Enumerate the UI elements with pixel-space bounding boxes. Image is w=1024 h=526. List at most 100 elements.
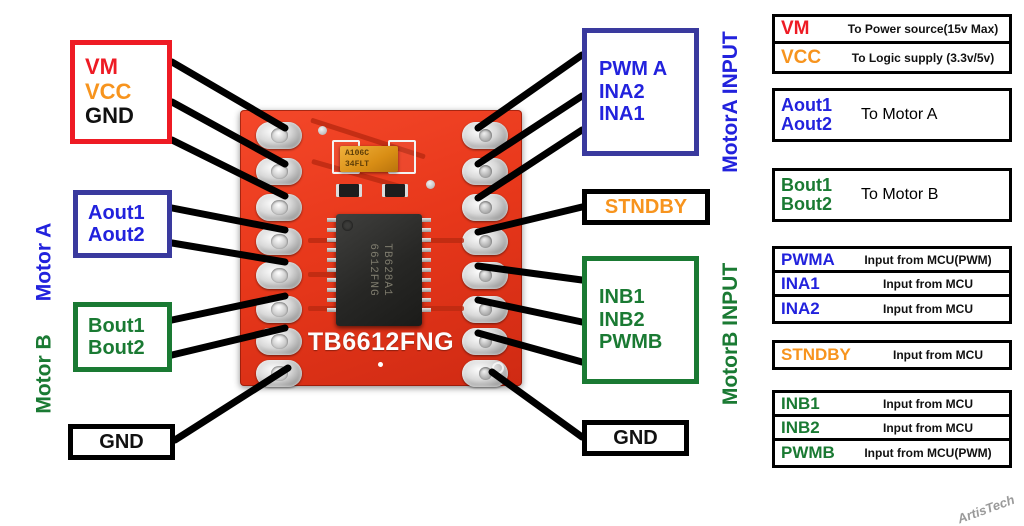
- pcb-trace: [424, 306, 464, 311]
- legend-tag-vm: VM: [781, 18, 810, 39]
- leader-pwmb: [474, 329, 586, 366]
- callout-gnd-bottom-right[interactable]: GND: [582, 420, 689, 456]
- legend-input-b: INB1 Input from MCU INB2 Input from MCU …: [772, 390, 1012, 468]
- pad-left-5: [256, 262, 302, 289]
- label-motor-a-input: MotorA INPUT: [718, 31, 742, 173]
- leader-pwma: [474, 51, 586, 132]
- diagram-canvas: A106C 34FLT TB628A1 6612FNG: [32, 14, 1016, 526]
- legend-row-inb1: INB1 Input from MCU: [775, 393, 1009, 417]
- silkscreen-dot: [378, 362, 383, 367]
- legend-input-a: PWMA Input from MCU(PWM) INA1 Input from…: [772, 246, 1012, 324]
- legend-tag-inb1: INB1: [781, 393, 820, 413]
- legend-desc-inb1: Input from MCU: [883, 396, 973, 411]
- legend-tag-stndby: STNDBY: [781, 345, 851, 364]
- legend-desc-ina1: Input from MCU: [883, 276, 973, 291]
- legend-tag-vcc: VCC: [781, 46, 822, 68]
- legend-tag-inb2: INB2: [781, 417, 820, 437]
- legend-desc-vm: To Power source(15v Max): [847, 22, 999, 36]
- legend-tag-bout2: Bout2: [781, 194, 832, 214]
- leader-lines: [168, 51, 586, 444]
- pcb-silkscreen-label: TB6612FNG: [307, 328, 455, 356]
- tantalum-capacitor: A106C 34FLT: [340, 146, 398, 172]
- leader-inb2: [474, 296, 586, 326]
- legend-desc-inb2: Input from MCU: [883, 420, 973, 435]
- callout-aout2: Aout2: [88, 224, 145, 246]
- legend-row-pwma: PWMA Input from MCU(PWM): [775, 249, 1009, 273]
- legend-desc-motor-b: To Motor B: [861, 186, 939, 203]
- callout-ina2: INA2: [599, 80, 645, 103]
- legend-row-ina1: INA1 Input from MCU: [775, 273, 1009, 297]
- callout-motor-a-input[interactable]: PWM A INA2 INA1: [582, 28, 699, 156]
- cap-marking-line1: A106C: [345, 149, 370, 158]
- callout-bout1: Bout1: [88, 314, 145, 337]
- legend-tag-ina1: INA1: [781, 273, 820, 293]
- leader-aout1: [168, 204, 289, 234]
- legend-tag-aout1: Aout1: [781, 95, 832, 116]
- callout-gnd-left-label: GND: [99, 430, 144, 453]
- legend-desc-stndby: Input from MCU: [893, 348, 983, 362]
- legend-tag-aout: Aout1 Aout2: [775, 96, 861, 134]
- pad-left-4: [256, 228, 302, 255]
- callout-stndby-label: STNDBY: [604, 195, 688, 218]
- leader-vm: [168, 58, 289, 132]
- callout-gnd-right-label: GND: [613, 426, 658, 449]
- leader-gnd-top: [168, 136, 289, 200]
- callout-power-vcc: VCC: [85, 78, 132, 104]
- callout-power[interactable]: VM VCC GND: [70, 40, 172, 144]
- leader-ina2: [474, 92, 586, 168]
- legend-row-vcc: VCC To Logic supply (3.3v/5v): [775, 44, 1009, 71]
- label-motor-b: Motor B: [32, 334, 56, 414]
- leader-inb1: [474, 262, 586, 284]
- leader-vcc: [168, 98, 289, 168]
- callout-motor-b[interactable]: Bout1 Bout2: [73, 302, 172, 372]
- legend-tag-pwma: PWMA: [781, 249, 835, 269]
- legend-desc-ina2: Input from MCU: [883, 302, 973, 316]
- leader-gnd-bottom-right: [488, 368, 586, 441]
- tb6612fng-module: A106C 34FLT TB628A1 6612FNG: [232, 104, 530, 392]
- legend-tag-bout: Bout1 Bout2: [775, 176, 861, 214]
- legend-tag-bout1: Bout1: [781, 175, 832, 196]
- callout-power-vm: VM: [85, 54, 118, 80]
- pad-right-3: [462, 194, 508, 221]
- pcb-via: [426, 180, 435, 189]
- legend-desc-vcc: To Logic supply (3.3v/5v): [851, 50, 995, 65]
- pcb-trace: [308, 238, 342, 243]
- label-motor-a: Motor A: [32, 222, 56, 302]
- legend-motor-b: Bout1 Bout2 To Motor B: [772, 168, 1012, 222]
- legend-desc-pwmb: Input from MCU(PWM): [864, 446, 992, 460]
- ic-pin1-marker: [342, 220, 353, 231]
- callout-standby[interactable]: STNDBY: [582, 189, 710, 225]
- legend-row-pwmb: PWMB Input from MCU(PWM): [775, 441, 1009, 465]
- pcb-board: A106C 34FLT TB628A1 6612FNG: [240, 110, 522, 387]
- pcb-via: [318, 126, 327, 135]
- callout-ina1: INA1: [599, 103, 645, 126]
- legend-row-stndby: STNDBY Input from MCU: [775, 343, 1009, 367]
- callout-aout1: Aout1: [88, 201, 145, 224]
- callout-motor-b-input[interactable]: INB1 INB2 PWMB: [582, 256, 699, 384]
- leader-gnd-bottom-left: [171, 364, 292, 444]
- legend-row-ina2: INA2 Input from MCU: [775, 297, 1009, 321]
- leader-bout2: [168, 324, 289, 359]
- ic-pins-right: [422, 218, 431, 322]
- pcb-trace: [308, 306, 342, 311]
- callout-inb1: INB1: [599, 286, 645, 309]
- tb6612fng-ic: TB628A1 6612FNG: [327, 214, 431, 326]
- legend-tag-aout2: Aout2: [781, 114, 832, 134]
- callout-motor-a[interactable]: Aout1 Aout2: [73, 190, 172, 258]
- leader-ina1: [474, 126, 586, 202]
- legend-desc-pwma: Input from MCU(PWM): [864, 252, 992, 267]
- leader-bout1: [168, 292, 289, 324]
- callout-gnd-bottom-left[interactable]: GND: [68, 424, 175, 460]
- legend-tag-ina2: INA2: [781, 299, 820, 318]
- legend-standby: STNDBY Input from MCU: [772, 340, 1012, 370]
- callout-pwmb: PWMB: [599, 331, 663, 354]
- legend-motor-a: Aout1 Aout2 To Motor A: [772, 88, 1012, 142]
- cap-marking-line2: 34FLT: [345, 159, 370, 169]
- callout-power-gnd: GND: [85, 103, 134, 129]
- callout-bout2: Bout2: [88, 337, 145, 359]
- label-motor-b-input: MotorB INPUT: [719, 262, 743, 406]
- legend-row-vm: VM To Power source(15v Max): [775, 17, 1009, 44]
- leader-aout2: [168, 239, 289, 266]
- pad-left-3: [256, 194, 302, 221]
- ic-pins-left: [327, 218, 336, 322]
